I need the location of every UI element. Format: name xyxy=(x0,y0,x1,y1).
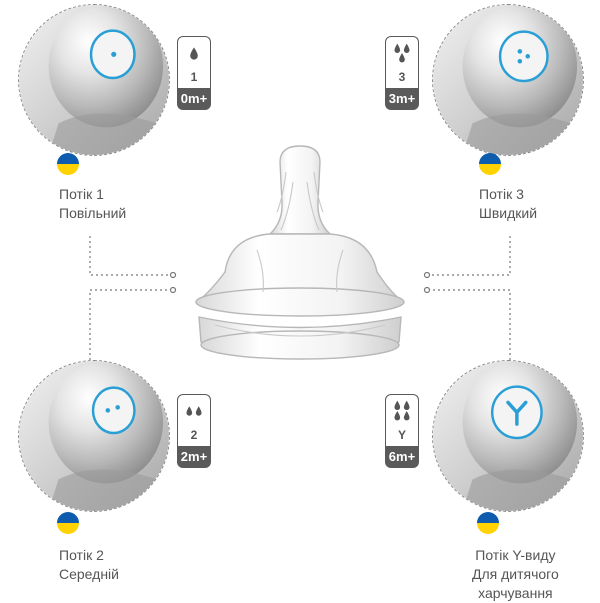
ukraine-flag-icon xyxy=(477,512,499,534)
nipple-illustration xyxy=(194,145,406,360)
ukraine-flag-icon xyxy=(57,153,79,175)
label-line: Потік 2 xyxy=(59,547,104,563)
badge-number: 2 xyxy=(190,428,198,442)
ukraine-flag-icon xyxy=(57,512,79,534)
badge-age: 6m+ xyxy=(385,446,419,468)
flowY-label: Потік Y-виду Для дитячого харчування xyxy=(472,546,559,603)
flow-badge-1: 1 0m+ xyxy=(177,36,211,110)
flow3-label: Потік 3 Швидкий xyxy=(479,185,537,223)
ukraine-flag-icon xyxy=(479,153,501,175)
nipple-closeup-flow3 xyxy=(432,4,584,156)
badge-age: 2m+ xyxy=(177,446,211,468)
badge-number: 1 xyxy=(190,70,198,84)
label-line: Для дитячого xyxy=(472,566,559,582)
three-drops-icon xyxy=(394,43,410,63)
nipple-closeup-flow2 xyxy=(18,360,170,512)
badge-number: Y xyxy=(397,428,406,442)
nipple-closeup-flowY xyxy=(432,360,584,512)
badge-age: 0m+ xyxy=(177,88,211,110)
flow1-label: Потік 1 Повільний xyxy=(59,185,126,223)
flow-badge-3: 3 3m+ xyxy=(385,36,419,110)
label-line: Середній xyxy=(59,566,119,582)
label-line: Потік Y-виду xyxy=(475,547,556,563)
label-line: Швидкий xyxy=(479,205,538,221)
four-drops-icon xyxy=(394,400,410,421)
nipple-closeup-flow1 xyxy=(18,4,170,156)
two-drops-icon xyxy=(186,406,202,416)
label-line: Повільний xyxy=(59,205,127,221)
badge-age: 3m+ xyxy=(385,88,419,110)
badge-number: 3 xyxy=(398,70,406,84)
flow-badge-y: Y 6m+ xyxy=(385,394,419,468)
label-line: Потік 1 xyxy=(59,186,104,202)
label-line: Потік 3 xyxy=(479,186,524,202)
flow2-label: Потік 2 Середній xyxy=(59,546,119,584)
label-line: харчування xyxy=(478,585,553,601)
flow-badge-2: 2 2m+ xyxy=(177,394,211,468)
drop-icon xyxy=(190,47,198,60)
